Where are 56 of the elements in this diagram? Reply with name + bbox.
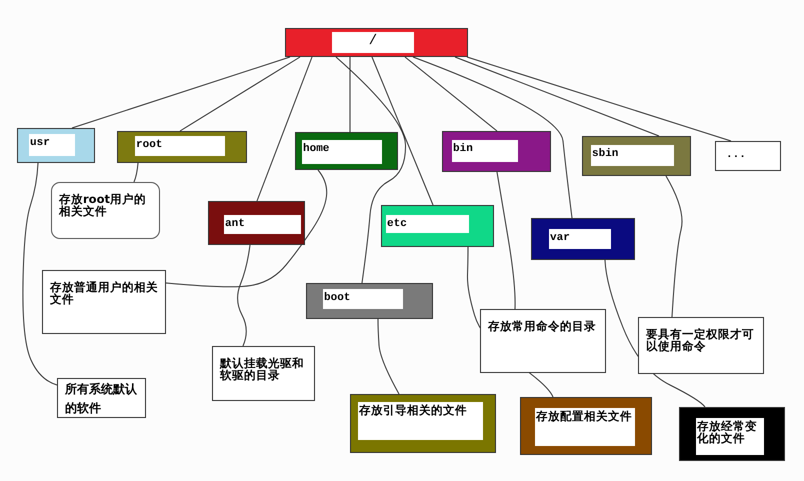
note-text: 默认挂载光驱和软驱的目录 [219, 357, 305, 381]
folder-name: var [549, 229, 611, 249]
connector-line [466, 56, 732, 142]
folder-name: 存放配置相关文件 [535, 408, 635, 446]
note-box [42, 270, 166, 334]
leader-line [378, 318, 400, 394]
connector-line [404, 56, 498, 132]
folder-box [531, 218, 635, 260]
folder-box [381, 205, 494, 247]
leader-line [604, 260, 706, 408]
note-box [212, 346, 315, 401]
folder-name: sbin [591, 145, 674, 166]
connector-line [72, 56, 290, 128]
folder-box [442, 131, 551, 172]
folder-name: usr [29, 134, 75, 156]
connector-line [336, 56, 406, 284]
note-box [520, 397, 652, 455]
leader-line [166, 170, 328, 288]
folder-box [17, 128, 95, 163]
note-box [480, 309, 606, 373]
note-box [57, 378, 146, 418]
connector-line [256, 56, 312, 202]
folder-name: etc [386, 215, 469, 233]
connector-line [372, 56, 434, 206]
leader-line [496, 172, 516, 310]
folder-box [295, 132, 398, 170]
folder-name: / [332, 32, 414, 53]
leader-line [134, 162, 138, 182]
note-box [679, 407, 785, 461]
folder-box [117, 131, 247, 163]
folder-box [285, 28, 468, 57]
folder-box [715, 141, 781, 171]
connector-line [180, 56, 300, 132]
folder-box [306, 283, 433, 319]
note-box [350, 394, 496, 453]
folder-name: bin [452, 140, 518, 162]
folder-name: home [302, 140, 382, 164]
note-text: 所有系统默认的软件 [64, 381, 138, 417]
note-box [51, 182, 160, 239]
note-text: 存放root用户的相关文件 [58, 193, 147, 217]
folder-name: ant [224, 215, 301, 234]
folder-box [582, 136, 691, 176]
folder-name: 存放经常变化的文件 [696, 418, 764, 455]
folder-name: boot [323, 289, 403, 309]
folder-box [208, 201, 305, 245]
leader-line [666, 176, 682, 318]
folder-name: 存放引导相关的文件 [358, 402, 483, 440]
leader-line [237, 244, 250, 346]
leader-line [22, 162, 58, 386]
folder-name: root [135, 136, 225, 156]
connector-line [412, 56, 572, 218]
connector-line [454, 56, 660, 136]
note-text: 存放普通用户的相关文件 [49, 281, 159, 305]
note-box [638, 317, 764, 374]
note-text: 存放常用命令的目录 [487, 320, 597, 332]
note-text: 要具有一定权限才可以使用命令 [645, 328, 755, 352]
